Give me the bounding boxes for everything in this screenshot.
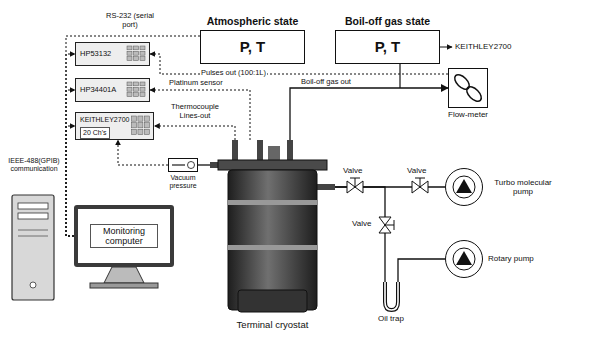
pump-symbol <box>446 169 482 205</box>
computer-tower <box>12 195 54 300</box>
node-text: 20 Ch's <box>80 127 110 139</box>
cryostat-figure: Terminal cryostat <box>210 140 335 318</box>
node-text: P, T <box>375 38 401 55</box>
oil-trap: Oil trap <box>378 282 404 312</box>
valve-label: Valve <box>352 219 371 228</box>
edge-label: Pulses out (100:1L) <box>200 69 267 78</box>
utube-symbol <box>378 282 404 312</box>
node-text: Flow-meter <box>448 110 488 119</box>
fan-symbol <box>449 69 487 107</box>
valve-symbol <box>379 217 394 233</box>
signal-line <box>154 126 235 140</box>
state-box: Boil-off gas stateP, T <box>335 30 440 64</box>
edge-label: Platinum sensor <box>168 79 224 88</box>
instrument-box: HP34401A <box>75 78 150 102</box>
flow-meter-box: Flow-meter <box>448 68 488 108</box>
pump-symbol <box>446 241 482 277</box>
node-text: HP53132 <box>80 50 111 59</box>
gauge-symbol <box>169 159 197 171</box>
signal-label: KEITHLEY2700 <box>455 42 511 51</box>
pipe-line <box>198 164 210 165</box>
node-text: P, T <box>240 38 266 55</box>
state-box: Atmospheric stateP, T <box>200 30 305 64</box>
valve-label: Valve <box>407 166 426 175</box>
pipe-line <box>335 187 385 282</box>
node-text: Atmospheric state <box>207 15 299 27</box>
pipe-line <box>290 88 448 140</box>
node-text: Oil trap <box>378 314 404 323</box>
pipe-line <box>398 259 445 282</box>
node-text: KEITHLEY2700 <box>80 116 129 124</box>
node-text: Vacuum pressure <box>164 174 202 190</box>
edge-label: RS-232 (serial port) <box>100 12 160 29</box>
bus-label: IEEE-488(GPIB) communication <box>4 157 64 173</box>
edge-label: Thermocouple Lines-out <box>166 103 224 120</box>
node-text: Boil-off gas state <box>345 15 430 27</box>
pressure-gauge: Vacuum pressure <box>168 158 198 172</box>
node-text: Monitoring computer <box>90 224 158 249</box>
signal-line <box>150 90 250 140</box>
node-text: HP34401A <box>80 86 116 95</box>
valve-symbol <box>347 178 363 193</box>
monitor-screen: Monitoring computer <box>74 205 174 267</box>
pump-circle: Turbo molecular pump <box>445 168 483 206</box>
node-text: Turbo molecular pump <box>488 178 558 196</box>
gas-tap-line <box>399 64 400 88</box>
edge-label: Boil-off gas out <box>300 78 352 87</box>
pump-circle: Rotary pump <box>445 240 483 278</box>
node-text: Rotary pump <box>488 254 534 263</box>
cryo-symbol <box>210 140 335 318</box>
signal-arrow <box>440 47 452 48</box>
monitor-stand <box>90 267 158 288</box>
node-text: Terminal cryostat <box>237 320 309 331</box>
valve-label: Valve <box>343 166 362 175</box>
instrument-box: KEITHLEY2700 20 Ch's <box>75 112 154 140</box>
signal-line <box>118 140 168 165</box>
valve-symbol <box>412 178 428 193</box>
instrument-box: HP53132 <box>75 42 150 66</box>
